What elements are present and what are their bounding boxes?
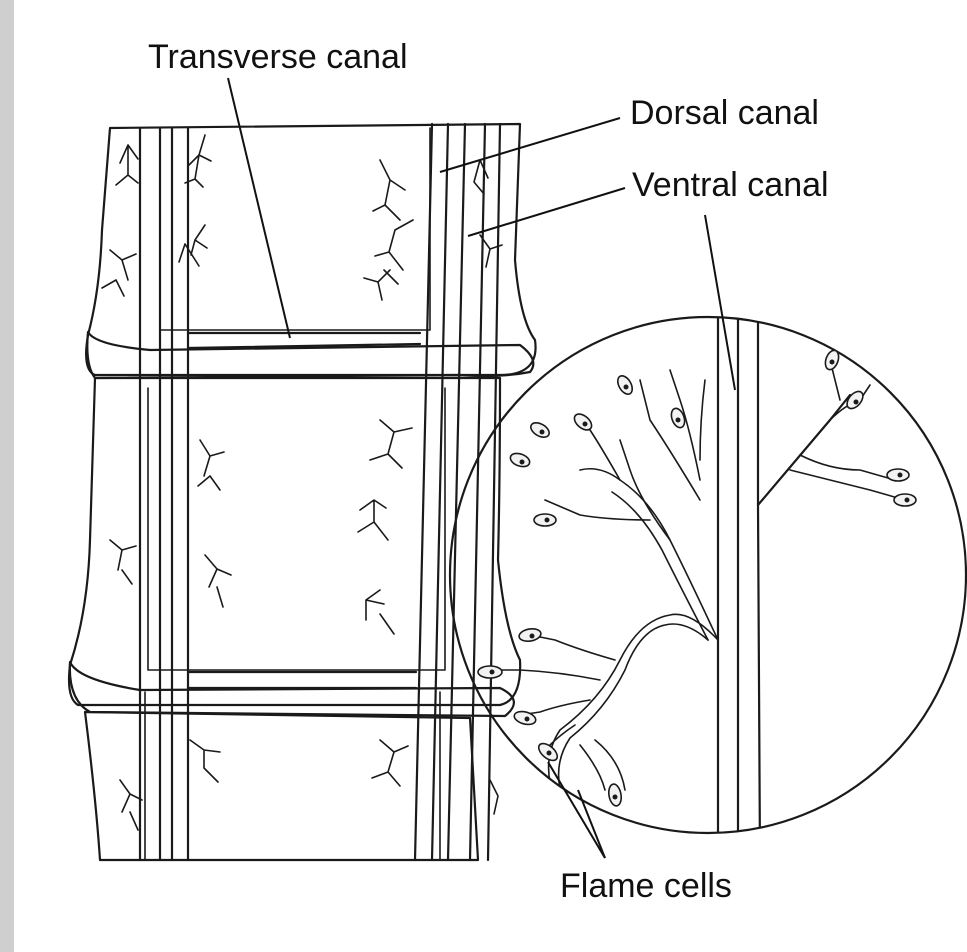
segment-panel xyxy=(160,128,430,330)
branch xyxy=(549,614,718,800)
body-tubules xyxy=(102,135,502,830)
proglottid-lower xyxy=(85,712,478,860)
magnified-view xyxy=(450,317,966,860)
label-ventral-canal: Ventral canal xyxy=(632,166,829,204)
right-longitudinal-canals xyxy=(415,124,500,860)
flame-cell-group xyxy=(478,349,916,812)
proglottid-upper xyxy=(86,124,535,375)
page-edge-shadow xyxy=(0,0,14,952)
transverse-canals xyxy=(188,333,420,688)
label-flame-cells: Flame cells xyxy=(560,867,732,905)
magnifier-circle xyxy=(450,317,966,833)
segment-boundary xyxy=(87,332,533,378)
worm-body xyxy=(69,124,536,860)
label-transverse-canal: Transverse canal xyxy=(148,38,408,76)
label-dorsal-canal: Dorsal canal xyxy=(630,94,819,132)
